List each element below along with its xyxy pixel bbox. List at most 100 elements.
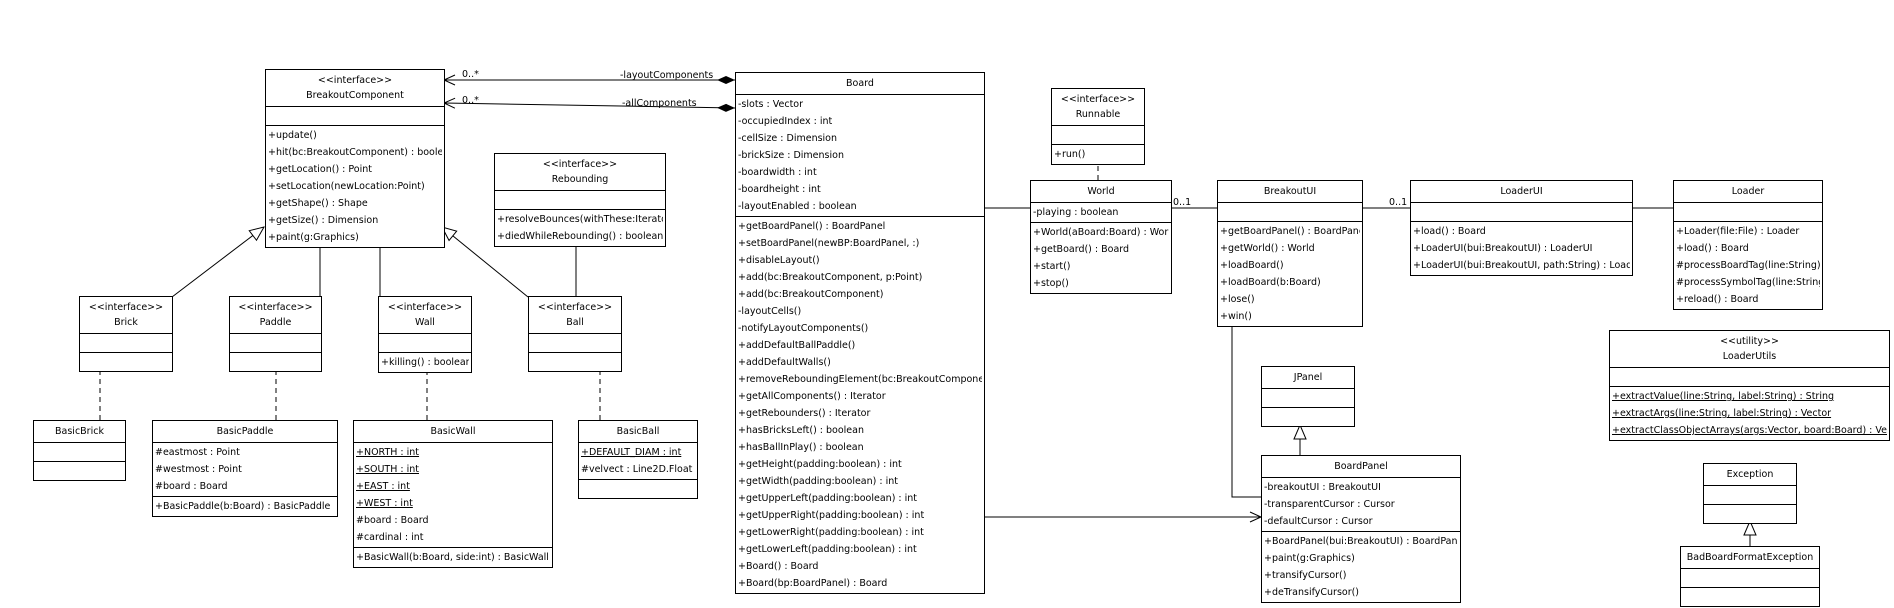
operation-section: +extractValue(line:String, label:String)… [1610, 386, 1889, 440]
operation-section: +Loader(file:File) : Loader+load() : Boa… [1674, 221, 1822, 309]
class-ball[interactable]: <<interface>> Ball [528, 296, 622, 372]
attribute-section [1681, 568, 1819, 587]
operation-section [1704, 504, 1796, 523]
class-brick[interactable]: <<interface>>Brick [79, 296, 173, 372]
class-header: BasicBall [579, 421, 697, 442]
class-name: BreakoutComponent [306, 90, 404, 101]
class-name: BreakoutUI [1263, 186, 1317, 197]
operation: +add(bc:BreakoutComponent, p:Point) [738, 272, 923, 283]
attribute-section [80, 333, 172, 352]
operation: +getUpperLeft(padding:boolean) : int [738, 493, 918, 504]
operation: +getWidth(padding:boolean) : int [738, 476, 898, 487]
attribute-section [1411, 202, 1632, 221]
class-boardpanel[interactable]: BoardPanel-breakoutUI : BreakoutUI-trans… [1261, 455, 1461, 603]
attribute-section [1218, 202, 1362, 221]
class-rebounding[interactable]: <<interface>>Rebounding+resolveBounces(w… [494, 153, 666, 247]
attribute: #eastmost : Point [155, 447, 240, 458]
class-badboardformatexception[interactable]: BadBoardFormatException [1680, 546, 1820, 607]
operation: +LoaderUI(bui:BreakoutUI, path:String) :… [1413, 260, 1630, 271]
operation: +removeReboundingElement(bc:BreakoutComp… [738, 374, 982, 385]
class-loaderui[interactable]: LoaderUI +load() : Board+LoaderUI(bui:Bre… [1410, 180, 1633, 276]
class-name: Ball [566, 317, 584, 328]
class-loader[interactable]: Loader +Loader(file:File) : Loader+load()… [1673, 180, 1823, 310]
attribute: #board : Board [356, 515, 429, 526]
operation: +loadBoard(b:Board) [1220, 277, 1321, 288]
operation-section [34, 461, 125, 480]
attribute-section [1610, 367, 1889, 386]
class-header: <<interface>> Ball [529, 297, 621, 333]
class-basicpaddle[interactable]: BasicPaddle#eastmost : Point#westmost : … [152, 420, 338, 517]
class-name: Board [846, 78, 874, 89]
attribute-section: -breakoutUI : BreakoutUI-transparentCurs… [1262, 477, 1460, 531]
attribute: #velvect : Line2D.Float [581, 464, 693, 475]
edge-brick-breakoutcomponent [171, 227, 264, 298]
class-header: BasicPaddle [153, 421, 337, 442]
class-basicbrick[interactable]: BasicBrick [33, 420, 126, 481]
operation: +getBoardPanel() : BoardPanel [1220, 226, 1360, 237]
class-basicball[interactable]: BasicBall+DEFAULT_DIAM : int#velvect : L… [578, 420, 698, 499]
operation: +setBoardPanel(newBP:BoardPanel, :) [738, 238, 920, 249]
operation: +update() [268, 130, 317, 141]
class-board[interactable]: Board-slots : Vector-occupiedIndex : int… [735, 72, 985, 594]
class-header: Loader [1674, 181, 1822, 202]
operation: +reload() : Board [1676, 294, 1759, 305]
class-header: World [1031, 181, 1171, 202]
operation-section: +BasicWall(b:Board, side:int) : BasicWal… [354, 547, 552, 567]
operation: +getUpperRight(padding:boolean) : int [738, 510, 925, 521]
class-header: JPanel [1262, 367, 1354, 388]
operation: +getBoardPanel() : BoardPanel [738, 221, 886, 232]
class-name: JPanel [1293, 372, 1323, 383]
class-world[interactable]: World-playing : boolean+World(aBoard:Boa… [1030, 180, 1172, 294]
class-loaderutils[interactable]: <<utility>>LoaderUtils +extractValue(line… [1609, 330, 1890, 441]
operation: +extractArgs(line:String, label:String) … [1612, 408, 1832, 419]
operation-section: +run() [1052, 144, 1144, 164]
class-breakoutui[interactable]: BreakoutUI +getBoardPanel() : BoardPanel +… [1217, 180, 1363, 327]
operation-section [529, 352, 621, 371]
operation: +World(aBoard:Board) : World [1033, 227, 1169, 238]
class-header: <<utility>>LoaderUtils [1610, 331, 1889, 367]
operation: #processSymbolTag(line:String) [1676, 277, 1820, 288]
operation: -layoutCells() [738, 306, 802, 317]
multiplicity-layout: 0..* [462, 69, 479, 80]
attribute: -layoutEnabled : boolean [738, 201, 857, 212]
class-jpanel[interactable]: JPanel [1261, 366, 1355, 427]
attribute-section [1704, 485, 1796, 504]
class-exception[interactable]: Exception [1703, 463, 1797, 524]
attribute: -brickSize : Dimension [738, 150, 844, 161]
attribute: -cellSize : Dimension [738, 133, 838, 144]
operation: +deTransifyCursor() [1264, 587, 1360, 598]
operation-section [579, 479, 697, 498]
operation: +getBoard() : Board [1033, 244, 1130, 255]
label-layout-components: -layoutComponents [620, 70, 714, 81]
attribute-section [1674, 202, 1822, 221]
attribute: -breakoutUI : BreakoutUI [1264, 482, 1381, 493]
class-name: Paddle [259, 317, 292, 328]
class-name: Wall [415, 317, 435, 328]
operation-section [1262, 407, 1354, 426]
class-basicwall[interactable]: BasicWall+NORTH : int+SOUTH : int+EAST :… [353, 420, 553, 568]
attribute: +EAST : int [356, 481, 410, 492]
stereotype: <<interface>> [537, 302, 613, 313]
attribute-section: +NORTH : int+SOUTH : int+EAST : int+WEST… [354, 442, 552, 547]
operation: +getSize() : Dimension [268, 215, 379, 226]
operation: +extractValue(line:String, label:String)… [1612, 391, 1835, 402]
edge-breakoutui-boardpanel [1231, 322, 1262, 498]
class-name: BasicBrick [55, 426, 104, 437]
operation: +extractClassObjectArrays(args:Vector, b… [1612, 425, 1887, 436]
attribute-section [1052, 125, 1144, 144]
class-breakoutcomponent[interactable]: <<interface>>BreakoutComponent+update()+… [265, 69, 445, 248]
operation-section: +BoardPanel(bui:BreakoutUI) : BoardPanel… [1262, 531, 1460, 602]
operation-section: +resolveBounces(withThese:Iterator)+died… [495, 209, 665, 246]
operation: +paint(g:Graphics) [1264, 553, 1355, 564]
operation-section: +World(aBoard:Board) : World +getBoard() … [1031, 222, 1171, 293]
class-name: LoaderUI [1500, 186, 1543, 197]
class-name: BadBoardFormatException [1686, 552, 1814, 563]
label-all-components: -allComponents [622, 98, 697, 109]
operation-section: +load() : Board+LoaderUI(bui:BreakoutUI)… [1411, 221, 1632, 275]
stereotype: <<interface>> [387, 302, 463, 313]
class-paddle[interactable]: <<interface>>Paddle [229, 296, 322, 372]
class-wall[interactable]: <<interface>>Wall+killing() : boolean [378, 296, 472, 373]
operation: +LoaderUI(bui:BreakoutUI) : LoaderUI [1413, 243, 1593, 254]
class-runnable[interactable]: <<interface>>Runnable+run() [1051, 88, 1145, 165]
